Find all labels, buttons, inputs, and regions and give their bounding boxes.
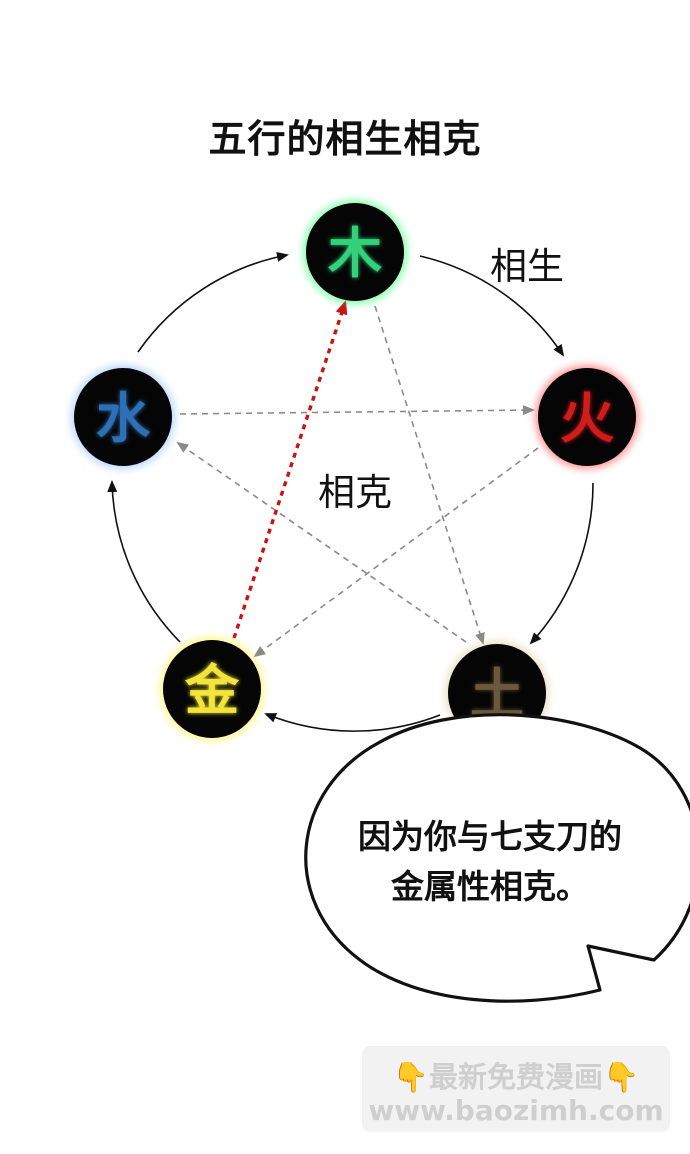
watermark-title: 👇最新免费漫画👇 bbox=[362, 1054, 670, 1096]
water-glyph: 水 bbox=[96, 386, 151, 450]
pointing-down-icon: 👇 bbox=[392, 1060, 429, 1094]
pointing-down-icon: 👇 bbox=[603, 1060, 640, 1094]
arrow-wood-to-fire bbox=[419, 255, 565, 357]
element-water: 水 bbox=[71, 365, 175, 469]
arrow-fire-to-earth bbox=[529, 482, 594, 645]
element-wood: 木 bbox=[303, 200, 407, 304]
element-metal: 金 bbox=[160, 637, 264, 741]
overcoming-arrows bbox=[176, 300, 539, 658]
arrow-water-to-fire bbox=[179, 405, 535, 416]
overcoming-label: 相克 bbox=[318, 471, 392, 514]
watermark: 👇最新免费漫画👇 www.baozimh.com bbox=[362, 1046, 670, 1132]
watermark-url: www.baozimh.com bbox=[368, 1094, 664, 1127]
arrow-earth-to-metal bbox=[264, 713, 441, 732]
generating-label: 相生 bbox=[490, 245, 564, 288]
arrow-earth-to-water bbox=[176, 441, 467, 643]
wood-node bbox=[306, 203, 404, 301]
fire-node bbox=[538, 368, 636, 466]
arrow-water-to-wood bbox=[137, 251, 289, 353]
speech-bubble bbox=[304, 713, 690, 1003]
water-node bbox=[74, 368, 172, 466]
generating-arrows bbox=[107, 251, 594, 732]
speech-line: 金属性相克。 bbox=[391, 867, 589, 906]
arrow-metal-to-wood-highlight bbox=[232, 300, 348, 639]
fire-glyph: 火 bbox=[560, 386, 614, 450]
diagram-title: 五行的相生相克 bbox=[208, 116, 482, 161]
arrow-wood-to-earth bbox=[374, 305, 485, 645]
speech-bubble-text: 因为你与七支刀的 金属性相克。 bbox=[330, 812, 650, 912]
metal-glyph: 金 bbox=[184, 658, 240, 722]
wood-glyph: 木 bbox=[328, 221, 382, 285]
watermark-line1: 最新免费漫画 bbox=[428, 1060, 603, 1094]
arrow-fire-to-metal bbox=[253, 447, 539, 658]
metal-node bbox=[163, 640, 261, 738]
speech-line: 因为你与七支刀的 bbox=[358, 817, 622, 856]
arrow-metal-to-water bbox=[107, 480, 181, 643]
element-fire: 火 bbox=[535, 365, 639, 469]
